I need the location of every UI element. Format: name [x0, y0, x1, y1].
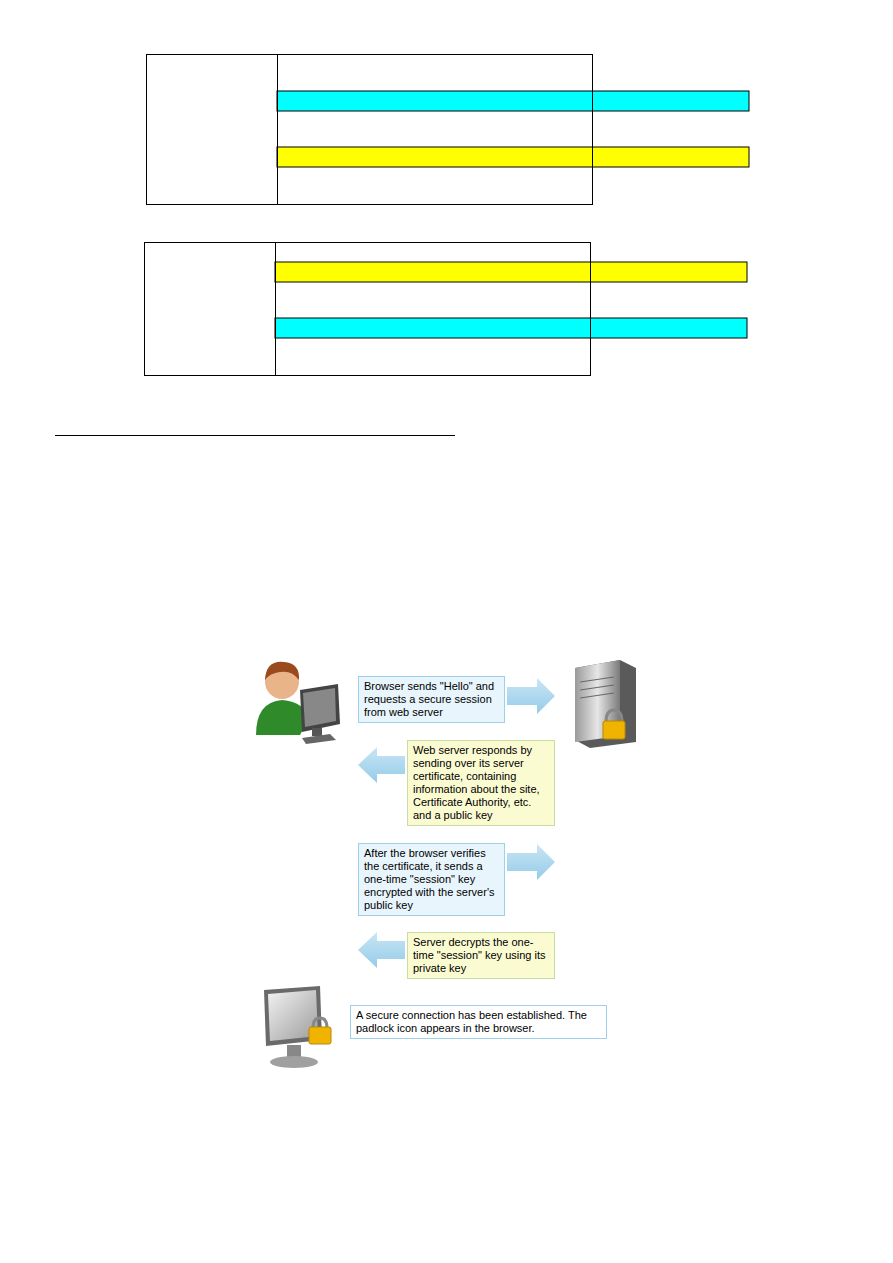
user-icon	[256, 662, 340, 744]
arrow-right	[507, 844, 555, 880]
heading-underline	[55, 435, 455, 436]
empty-table	[147, 54, 750, 205]
arrow-right	[507, 678, 555, 714]
message-text: Browser sends "Hello" and requests a sec…	[364, 680, 499, 719]
message-box: Web server responds by sending over its …	[407, 740, 555, 826]
message-text: After the browser verifies the certifica…	[364, 847, 499, 912]
message-box: Browser sends "Hello" and requests a sec…	[358, 676, 505, 723]
arrow-left	[358, 932, 405, 968]
message-text: Server decrypts the one-time "session" k…	[413, 936, 549, 975]
message-box: After the browser verifies the certifica…	[358, 843, 505, 916]
empty-table	[145, 242, 748, 376]
message-text: Web server responds by sending over its …	[413, 744, 549, 822]
monitor-icon	[264, 986, 331, 1068]
arrow-left	[358, 747, 405, 783]
server-icon	[575, 660, 636, 748]
message-text: A secure connection has been established…	[356, 1009, 601, 1035]
message-box: Server decrypts the one-time "session" k…	[407, 932, 555, 979]
status-box: A secure connection has been established…	[350, 1005, 607, 1039]
